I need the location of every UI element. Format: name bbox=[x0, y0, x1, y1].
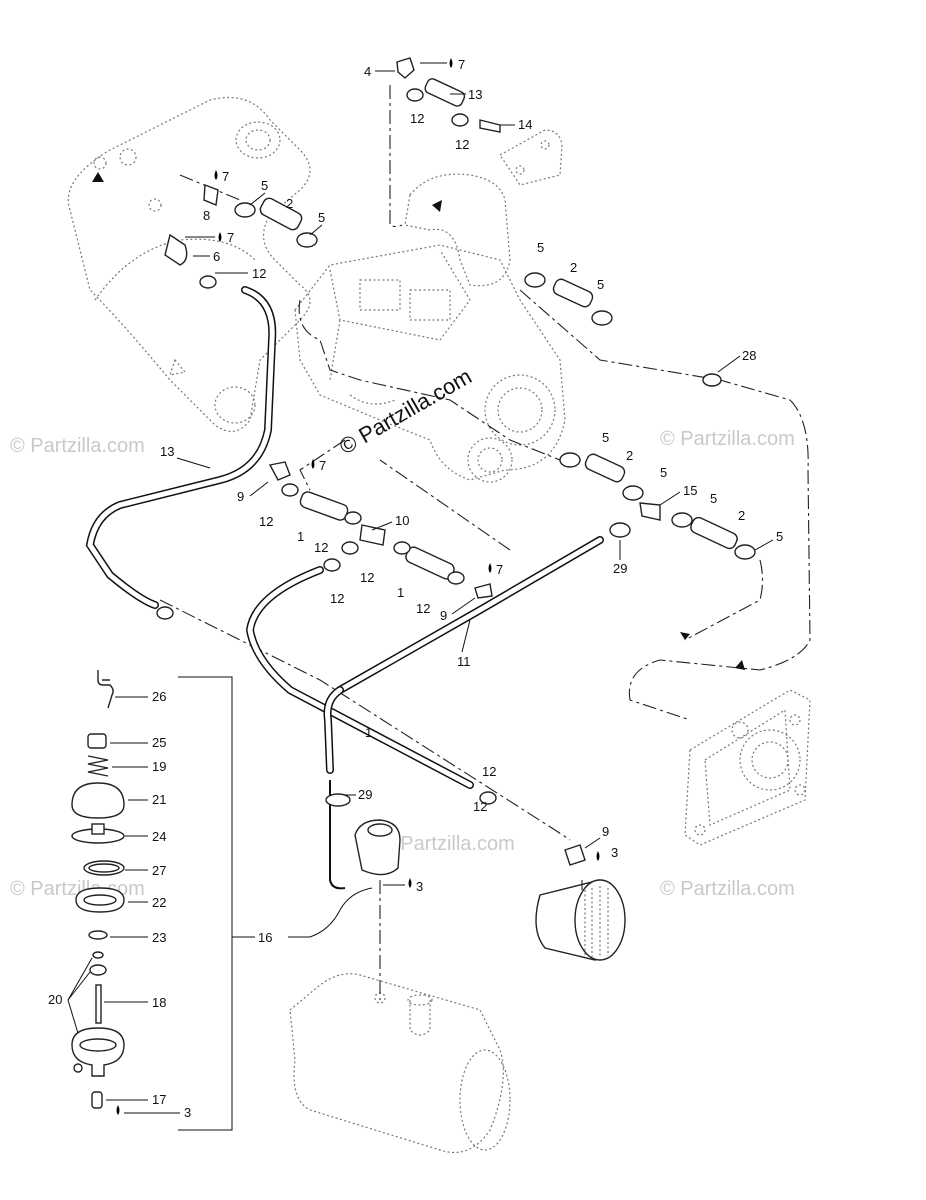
callout-5c: 5 bbox=[537, 240, 544, 255]
callout-12b: 12 bbox=[455, 137, 469, 152]
callout-2b: 2 bbox=[570, 260, 577, 275]
water-filter bbox=[535, 879, 626, 961]
callout-29a: 29 bbox=[613, 561, 627, 576]
callout-2c: 2 bbox=[626, 448, 633, 463]
callout-5e: 5 bbox=[602, 430, 609, 445]
callout-12j: 12 bbox=[473, 799, 487, 814]
callout-10: 10 bbox=[395, 513, 409, 528]
callout-7d: 7 bbox=[319, 458, 326, 473]
callout-12h: 12 bbox=[416, 601, 430, 616]
watermark-left: © Partzilla.com bbox=[10, 435, 145, 457]
callout-11: 11 bbox=[457, 654, 471, 669]
callout-28: 28 bbox=[742, 348, 756, 363]
callout-18: 18 bbox=[152, 995, 166, 1010]
callout-24: 24 bbox=[152, 829, 166, 844]
valve-assembly: 26 25 19 21 24 27 22 23 bbox=[48, 670, 255, 1131]
callout-9c: 9 bbox=[602, 824, 609, 839]
hoses bbox=[85, 286, 604, 890]
callout-22: 22 bbox=[152, 895, 166, 910]
callout-16: 16 bbox=[258, 930, 272, 945]
callout-27: 27 bbox=[152, 863, 166, 878]
callout-7b: 7 bbox=[222, 169, 229, 184]
callout-7a: 7 bbox=[458, 57, 465, 72]
callout-12i: 12 bbox=[482, 764, 496, 779]
callout-7c: 7 bbox=[227, 230, 234, 245]
callout-12a: 12 bbox=[410, 111, 424, 126]
callout-1c: 1 bbox=[365, 725, 372, 740]
callout-20: 20 bbox=[48, 992, 62, 1007]
callout-5f: 5 bbox=[660, 465, 667, 480]
exhaust-pipe-elbow bbox=[404, 129, 563, 287]
callout-2d: 2 bbox=[738, 508, 745, 523]
callout-6: 6 bbox=[213, 249, 220, 264]
callout-4: 4 bbox=[364, 64, 371, 79]
callout-5b: 5 bbox=[318, 210, 325, 225]
callout-13b: 13 bbox=[160, 444, 174, 459]
fittings bbox=[164, 57, 661, 866]
callout-9b: 9 bbox=[440, 608, 447, 623]
callout-29b: 29 bbox=[358, 787, 372, 802]
callout-3b: 3 bbox=[416, 879, 423, 894]
callout-13a: 13 bbox=[468, 87, 482, 102]
watermark-center: © Partzilla.com bbox=[335, 364, 476, 460]
callout-3c: 3 bbox=[184, 1105, 191, 1120]
callout-1a: 1 bbox=[297, 529, 304, 544]
callout-labels: 4 7 13 12 12 14 7 8 5 2 5 7 6 12 5 2 5 2… bbox=[160, 57, 783, 945]
callout-25: 25 bbox=[152, 735, 166, 750]
callout-26: 26 bbox=[152, 689, 166, 704]
watermark-right: © Partzilla.com bbox=[660, 428, 795, 450]
jet-pump-housing bbox=[684, 689, 811, 846]
muffler bbox=[289, 973, 511, 1154]
callout-3a: 3 bbox=[611, 845, 618, 860]
callout-23: 23 bbox=[152, 930, 166, 945]
background-watermarks: © Partzilla.com © Partzilla.com © Partzi… bbox=[10, 428, 795, 900]
callout-5d: 5 bbox=[597, 277, 604, 292]
watermark-center-lower: © Partzilla.com bbox=[380, 833, 515, 855]
water-flow-paths bbox=[159, 85, 811, 1000]
callout-5h: 5 bbox=[776, 529, 783, 544]
callout-12e: 12 bbox=[314, 540, 328, 555]
callout-5a: 5 bbox=[261, 178, 268, 193]
callout-14: 14 bbox=[518, 117, 532, 132]
hose-clamps bbox=[156, 88, 756, 807]
resonator-canister bbox=[354, 819, 401, 876]
callout-12c: 12 bbox=[252, 266, 266, 281]
callout-2a: 2 bbox=[286, 196, 293, 211]
callout-12d: 12 bbox=[259, 514, 273, 529]
callout-12g: 12 bbox=[330, 591, 344, 606]
short-hoses bbox=[259, 78, 738, 580]
exhaust-manifold bbox=[67, 96, 311, 432]
callout-5g: 5 bbox=[710, 491, 717, 506]
callout-19: 19 bbox=[152, 759, 166, 774]
callout-12f: 12 bbox=[360, 570, 374, 585]
callout-21: 21 bbox=[152, 792, 166, 807]
callout-7e: 7 bbox=[496, 562, 503, 577]
callout-1b: 1 bbox=[397, 585, 404, 600]
callout-8: 8 bbox=[203, 208, 210, 223]
callout-17: 17 bbox=[152, 1092, 166, 1107]
callout-9a: 9 bbox=[237, 489, 244, 504]
callout-15: 15 bbox=[683, 483, 697, 498]
watermark-right-lower: © Partzilla.com bbox=[660, 878, 795, 900]
